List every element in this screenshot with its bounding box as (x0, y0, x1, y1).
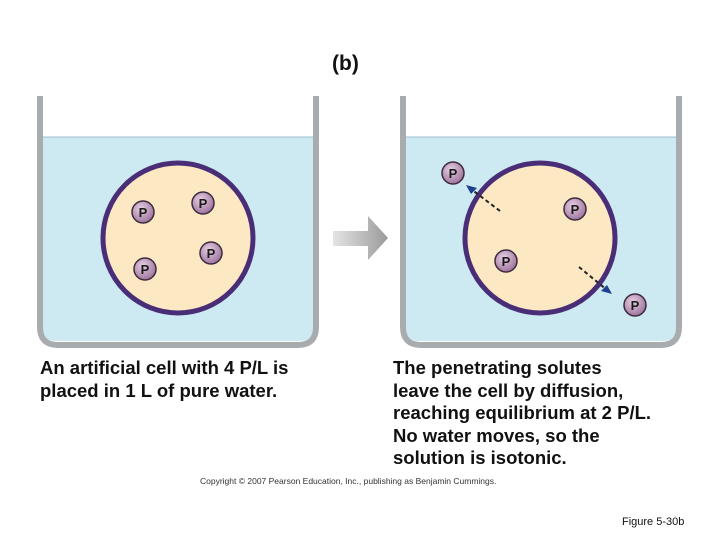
right-caption-line: No water moves, so the (393, 424, 600, 446)
solute-label: P (141, 262, 150, 277)
solute-label: P (199, 196, 208, 211)
diffusion-arrow-upper (466, 185, 501, 212)
left-solute-3: P (199, 241, 223, 265)
left-cell (100, 160, 256, 316)
right-caption: The penetrating solutes leave the cell b… (393, 357, 713, 470)
left-solute-4: P (133, 257, 157, 281)
solute-label: P (571, 202, 580, 217)
diffusion-arrow-lower (578, 266, 612, 294)
left-beaker-wall (37, 96, 319, 348)
right-cell (462, 160, 618, 316)
solute-label: P (631, 298, 640, 313)
right-caption-line: solution is isotonic. (393, 447, 567, 468)
solute-label: P (207, 246, 216, 261)
solute-label: P (139, 205, 148, 220)
right-solute-outside-1: P (441, 161, 465, 185)
left-beaker: P P P P (37, 96, 319, 348)
left-caption-line: An artificial cell with 4 P/L is (40, 357, 289, 378)
transition-arrow-icon (333, 216, 388, 260)
right-caption-line: leave the cell by diffusion, (393, 379, 624, 401)
right-beaker-wall (400, 96, 682, 348)
panel-label: (b) (332, 52, 359, 75)
copyright-notice: Copyright © 2007 Pearson Education, Inc.… (200, 476, 497, 486)
left-caption: An artificial cell with 4 P/L is placed … (40, 357, 340, 402)
right-solute-outside-2: P (623, 293, 647, 317)
solute-label: P (449, 166, 458, 181)
left-solute-1: P (131, 200, 155, 224)
right-solute-inside-1: P (563, 197, 587, 221)
figure-number: Figure 5-30b (622, 516, 685, 528)
solute-label: P (502, 254, 511, 269)
left-solute-2: P (191, 191, 215, 215)
left-caption-line: placed in 1 L of pure water. (40, 379, 278, 401)
right-caption-line: The penetrating solutes (393, 357, 602, 378)
right-solute-inside-2: P (494, 249, 518, 273)
right-caption-line: reaching equilibrium at 2 P/L. (393, 402, 652, 423)
right-beaker: P P P P (400, 96, 682, 348)
